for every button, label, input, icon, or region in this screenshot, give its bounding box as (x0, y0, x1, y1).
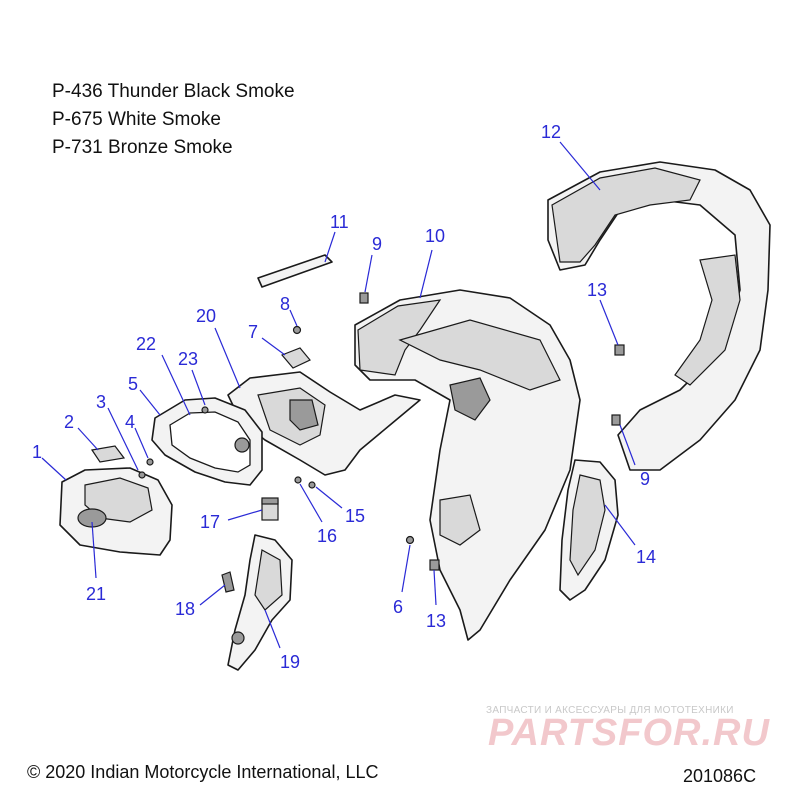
part-11-trim-strip (257, 254, 333, 288)
part-17-grommet (261, 497, 279, 521)
legend-line-1: P-436 Thunder Black Smoke (52, 81, 295, 102)
part-8-screw (292, 325, 302, 335)
callout-3: 3 (96, 392, 106, 412)
part-15-screw (308, 481, 316, 489)
part-13-nut-lower (429, 559, 440, 571)
callout-15: 15 (345, 506, 365, 526)
callout-9-upper: 9 (372, 234, 382, 254)
legend-line-2: P-675 White Smoke (52, 109, 221, 130)
part-7-bracket (280, 347, 311, 369)
part-4-fastener (146, 458, 154, 466)
part-18-bolt (221, 571, 235, 593)
diagram-code: 201086C (683, 766, 757, 786)
callout-4: 4 (125, 412, 135, 432)
callout-labels: 1 2 3 4 5 6 7 8 9 9 10 11 12 13 13 14 15… (32, 122, 656, 672)
callout-5: 5 (128, 374, 138, 394)
part-9-clip-lower (611, 414, 621, 426)
part-2-label (90, 445, 126, 463)
callout-19: 19 (280, 652, 300, 672)
callout-23: 23 (178, 349, 198, 369)
callout-13-lower: 13 (426, 611, 446, 631)
part-12-outer-fairing (547, 161, 771, 471)
callout-13-upper: 13 (587, 280, 607, 300)
callout-21: 21 (86, 584, 106, 604)
callout-22: 22 (136, 334, 156, 354)
callout-14: 14 (636, 547, 656, 567)
part-20-gauge-housing (227, 371, 421, 476)
part-1-lower-cover (59, 467, 173, 556)
part-10-inner-fairing (354, 289, 581, 641)
callout-16: 16 (317, 526, 337, 546)
callout-11: 11 (330, 212, 349, 232)
callout-9-lower: 9 (640, 469, 650, 489)
callout-7: 7 (248, 322, 258, 342)
color-legend: P-436 Thunder Black Smoke P-675 White Sm… (52, 78, 295, 162)
part-14-side-panel (559, 459, 619, 601)
callout-6: 6 (393, 597, 403, 617)
callout-12: 12 (541, 122, 561, 142)
part-6-screw (405, 535, 415, 545)
callout-8: 8 (280, 294, 290, 314)
part-16-screw (294, 476, 302, 484)
callout-18: 18 (175, 599, 195, 619)
legend-line-3: P-731 Bronze Smoke (52, 137, 233, 158)
callout-10: 10 (425, 226, 445, 246)
part-13-nut-upper (614, 344, 625, 356)
watermark-brand: PARTSFOR.RU (488, 712, 770, 754)
leader-lines (41, 141, 636, 649)
part-3-fastener (138, 471, 146, 479)
part-22-bezel (151, 397, 263, 486)
callout-2: 2 (64, 412, 74, 432)
callout-1: 1 (32, 442, 42, 462)
copyright-text: © 2020 Indian Motorcycle International, … (27, 762, 379, 782)
part-9-clip-upper (359, 292, 369, 304)
part-19-lower-bracket (227, 534, 293, 671)
part-23-screw (201, 406, 209, 414)
watermark-tagline: ЗАПЧАСТИ И АКСЕССУАРЫ ДЛЯ МОТОТЕХНИКИ (486, 705, 734, 716)
callout-17: 17 (200, 512, 220, 532)
callout-20: 20 (196, 306, 216, 326)
